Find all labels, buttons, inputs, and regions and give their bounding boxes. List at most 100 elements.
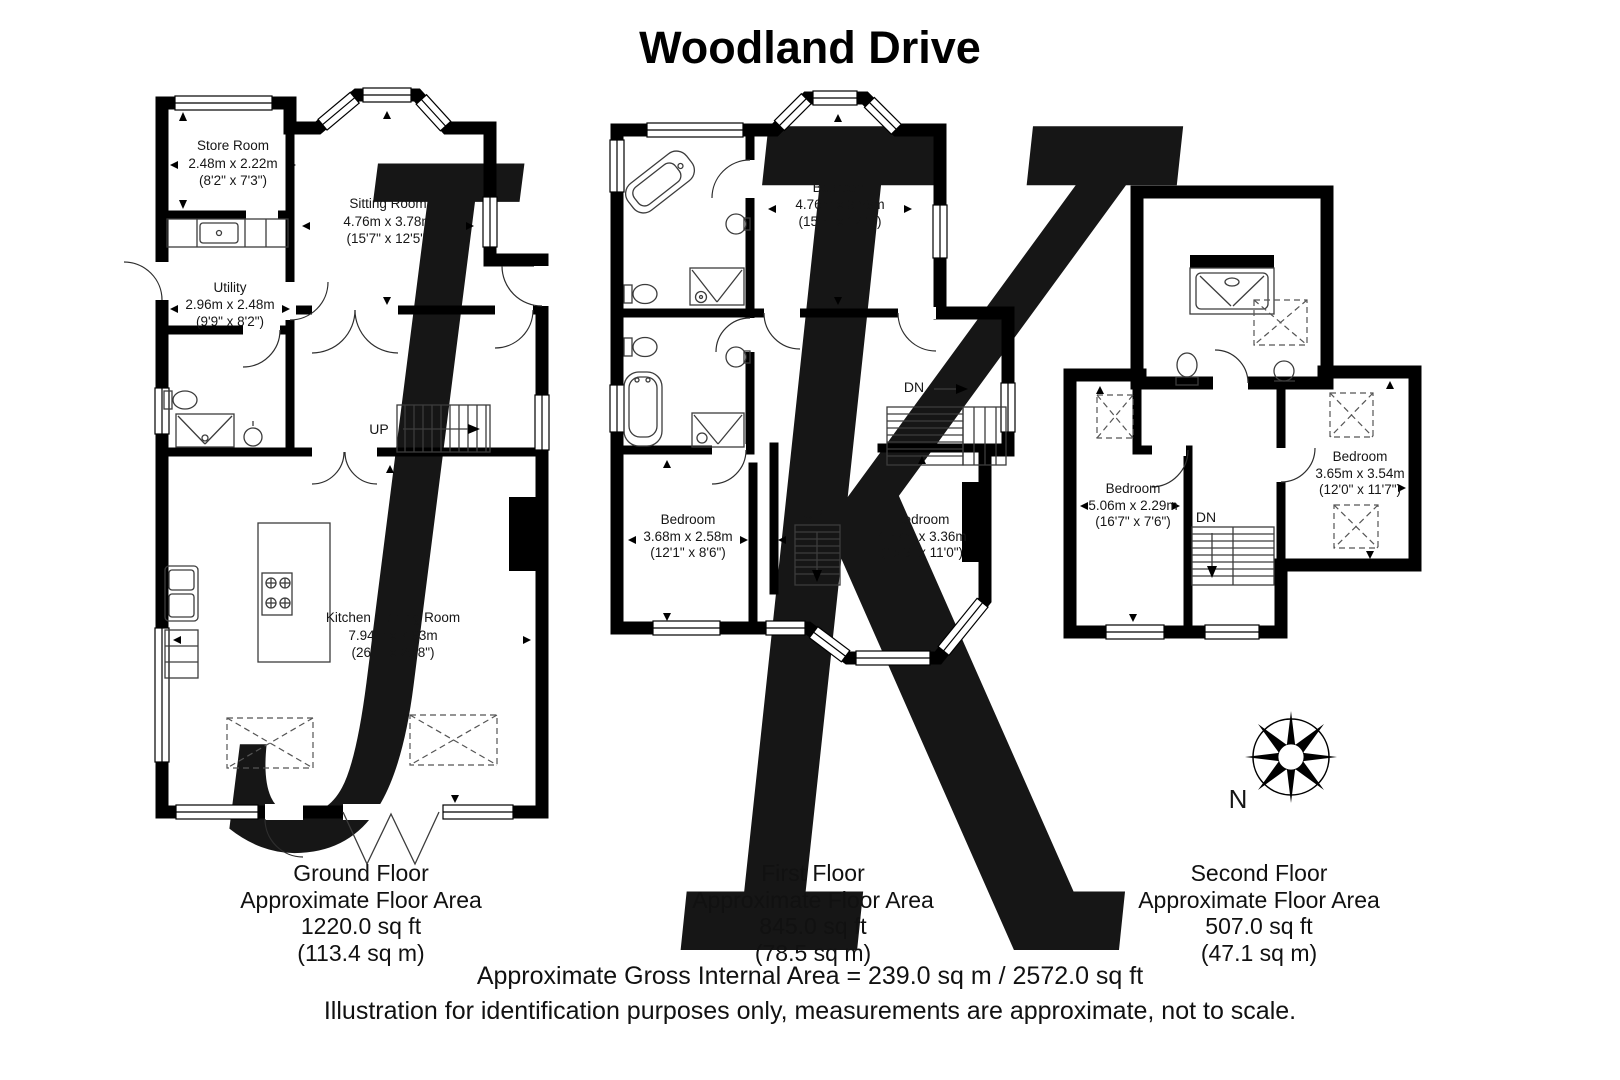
svg-text:Sitting Room: Sitting Room xyxy=(349,196,426,211)
svg-text:(15'7" x 12'5"): (15'7" x 12'5") xyxy=(346,231,429,246)
watermark-letter-j: J xyxy=(228,17,528,875)
svg-text:(16'7" x 7'6"): (16'7" x 7'6") xyxy=(1095,514,1171,529)
second-bathroom-icons xyxy=(1175,255,1308,386)
ground-floor-plan: Store Room 2.48m x 2.22m (8'2" x 7'3") S… xyxy=(123,87,550,866)
floor-area-sqft: 845.0 sq ft xyxy=(759,913,867,939)
second-door-openings xyxy=(1152,375,1287,482)
svg-text:Bedroom: Bedroom xyxy=(1106,481,1161,496)
kitchen-rooflight xyxy=(226,714,498,769)
second-stairs-down-label: DN xyxy=(1196,509,1216,525)
svg-text:Utility: Utility xyxy=(214,280,247,295)
room-label-utility: Utility 2.96m x 2.48m (9'9" x 8'2") xyxy=(185,280,274,329)
floor-area-label: Approximate Floor Area xyxy=(240,886,482,913)
ground-dimension-markers xyxy=(170,111,531,803)
svg-text:2.48m x 2.22m: 2.48m x 2.22m xyxy=(188,156,277,171)
disclaimer-text: Illustration for identification purposes… xyxy=(323,997,1297,1025)
ground-stairs-up-label: UP xyxy=(369,421,388,437)
second-floor-plan: Bedroom 5.06m x 2.29m (16'7" x 7'6") Bed… xyxy=(1063,185,1422,640)
svg-text:Bedroom: Bedroom xyxy=(895,512,950,527)
compass-rose-icon: N xyxy=(1229,711,1337,814)
floor-area-label: Approximate Floor Area xyxy=(1138,886,1380,913)
svg-text:(9'9" x 8'2"): (9'9" x 8'2") xyxy=(196,314,264,329)
wc-shower-icon xyxy=(175,413,235,448)
second-rooflights xyxy=(1096,392,1379,549)
page-title: Woodland Drive xyxy=(639,22,981,73)
svg-text:5.06m x 2.29m: 5.06m x 2.29m xyxy=(1088,498,1177,513)
room-label-store-room: Store Room 2.48m x 2.22m (8'2" x 7'3") xyxy=(188,138,277,188)
room-label-bedroom-1: Bedroom 4.76m x 3.68m (15'7" x 12'1") xyxy=(795,180,884,229)
kitchen-island-hob-icon xyxy=(257,522,331,663)
svg-text:Bedroom: Bedroom xyxy=(813,180,868,195)
wc-toilet-icon xyxy=(163,390,198,410)
room-label-kitchen-dining: Kitchen / Dining Room 7.94m x 7.83m (26'… xyxy=(326,610,460,660)
second-stairs-down xyxy=(1191,526,1275,586)
first-stairs-up xyxy=(794,524,841,586)
svg-text:(12'0" x 11'7"): (12'0" x 11'7") xyxy=(1319,482,1401,497)
svg-text:(8'2" x 7'3"): (8'2" x 7'3") xyxy=(199,173,267,188)
room-label-bedroom-left: Bedroom 5.06m x 2.29m (16'7" x 7'6") xyxy=(1088,481,1177,529)
floor-area-sqft: 507.0 sq ft xyxy=(1205,913,1313,939)
svg-text:4.77m x 3.36m: 4.77m x 3.36m xyxy=(877,529,966,544)
first-floor-caption: First Floor Approximate Floor Area 845.0… xyxy=(603,860,1023,966)
svg-text:3.68m x 2.58m: 3.68m x 2.58m xyxy=(643,529,732,544)
second-exterior-walls xyxy=(1063,365,1422,639)
floor-name: Second Floor xyxy=(1190,860,1328,886)
ground-exterior-walls xyxy=(155,88,549,819)
ground-stairs-up xyxy=(396,404,491,453)
svg-text:7.94m x 7.83m: 7.94m x 7.83m xyxy=(348,628,437,643)
first-stairs-down xyxy=(886,384,1007,466)
second-windows xyxy=(1105,624,1260,640)
svg-text:Kitchen / Dining Room: Kitchen / Dining Room xyxy=(326,610,460,625)
first-door-openings xyxy=(712,160,936,456)
kitchen-appliance-icon xyxy=(164,565,199,679)
room-label-bedroom-2: Bedroom 3.68m x 2.58m (12'1" x 8'6") xyxy=(643,512,732,560)
floor-name: Ground Floor xyxy=(293,860,429,886)
svg-text:4.76m x 3.68m: 4.76m x 3.68m xyxy=(795,197,884,212)
floor-area-sqft: 1220.0 sq ft xyxy=(300,913,422,939)
compass-north-label: N xyxy=(1229,784,1248,814)
first-door-arcs xyxy=(711,159,937,485)
ground-door-arcs xyxy=(123,261,543,858)
second-bathroom-block-walls xyxy=(1130,185,1334,390)
svg-text:4.76m x 3.78m: 4.76m x 3.78m xyxy=(343,214,432,229)
svg-text:(15'7" x 12'1"): (15'7" x 12'1") xyxy=(798,214,881,229)
svg-text:Bedroom: Bedroom xyxy=(1333,449,1388,464)
watermark: J K xyxy=(228,0,1185,1080)
first-dimension-markers xyxy=(628,114,978,621)
first-bathroom-lower-icons xyxy=(623,336,751,448)
floor-name: First Floor xyxy=(761,860,865,886)
first-stairs-up-label: UP xyxy=(803,506,822,522)
svg-text:3.65m x 3.54m: 3.65m x 3.54m xyxy=(1315,466,1404,481)
room-label-sitting-room: Sitting Room 4.76m x 3.78m (15'7" x 12'5… xyxy=(343,196,432,246)
floor-area-sqm: (113.4 sq m) xyxy=(297,939,425,966)
first-windows xyxy=(609,90,1016,666)
svg-text:Bedroom: Bedroom xyxy=(661,512,716,527)
svg-text:(26'1" x 25'8"): (26'1" x 25'8") xyxy=(351,645,434,660)
gross-internal-area-text: Approximate Gross Internal Area = 239.0 … xyxy=(476,962,1144,990)
second-floor-caption: Second Floor Approximate Floor Area 507.… xyxy=(1049,860,1469,966)
second-dimension-markers xyxy=(1080,381,1406,622)
floor-area-sqm: (78.5 sq m) xyxy=(754,939,872,966)
svg-text:(12'1" x 8'6"): (12'1" x 8'6") xyxy=(650,545,726,560)
ground-chimney-breast xyxy=(509,497,542,571)
svg-text:(15'8" x 11'0"): (15'8" x 11'0") xyxy=(881,545,963,560)
second-door-arcs xyxy=(1151,349,1316,488)
room-label-bedroom-right: Bedroom 3.65m x 3.54m (12'0" x 11'7") xyxy=(1315,449,1404,497)
floor-area-label: Approximate Floor Area xyxy=(692,886,934,913)
utility-counter-sink-icon xyxy=(166,218,289,248)
svg-text:2.96m x 2.48m: 2.96m x 2.48m xyxy=(185,297,274,312)
ground-windows xyxy=(154,87,550,820)
first-chimney-breast xyxy=(962,482,985,562)
floor-area-sqm: (47.1 sq m) xyxy=(1200,939,1318,966)
first-bathroom-top-icons xyxy=(623,150,751,306)
first-stairs-down-label: DN xyxy=(904,379,924,395)
wc-basin-icon xyxy=(243,421,263,447)
bifold-door-icon xyxy=(342,811,440,866)
ground-floor-caption: Ground Floor Approximate Floor Area 1220… xyxy=(151,860,571,966)
ground-door-openings xyxy=(154,209,550,820)
svg-text:Store Room: Store Room xyxy=(197,138,269,153)
watermark-letter-k: K xyxy=(680,0,1184,1080)
first-floor-plan: Bedroom 4.76m x 3.68m (15'7" x 12'1") Be… xyxy=(609,90,1016,666)
